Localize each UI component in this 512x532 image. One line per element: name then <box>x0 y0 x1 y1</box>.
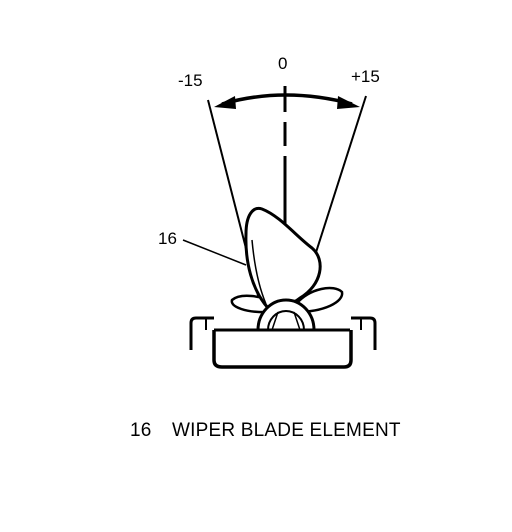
sweep-arc <box>221 93 353 106</box>
angle-label-plus-15: +15 <box>351 67 380 86</box>
angle-label-minus-15: -15 <box>178 71 203 90</box>
callout-number: 16 <box>158 229 177 248</box>
wiper-blade <box>244 206 322 310</box>
caption-number: 16 <box>130 420 152 441</box>
base-housing <box>189 316 377 369</box>
wing-right <box>294 286 344 314</box>
blade-inner-edge <box>251 239 267 305</box>
pivot-hub-rib-left <box>271 311 279 331</box>
arc-arrow-left <box>214 96 236 109</box>
pivot-hub <box>256 298 316 332</box>
angle-label-zero: 0 <box>278 54 287 73</box>
arc-arrow-right <box>337 96 360 109</box>
pivot-hub-inner <box>267 310 305 331</box>
pivot-hub-rib-right <box>293 311 301 331</box>
caption-text: WIPER BLADE ELEMENT <box>172 420 401 441</box>
callout-leader <box>182 239 247 266</box>
